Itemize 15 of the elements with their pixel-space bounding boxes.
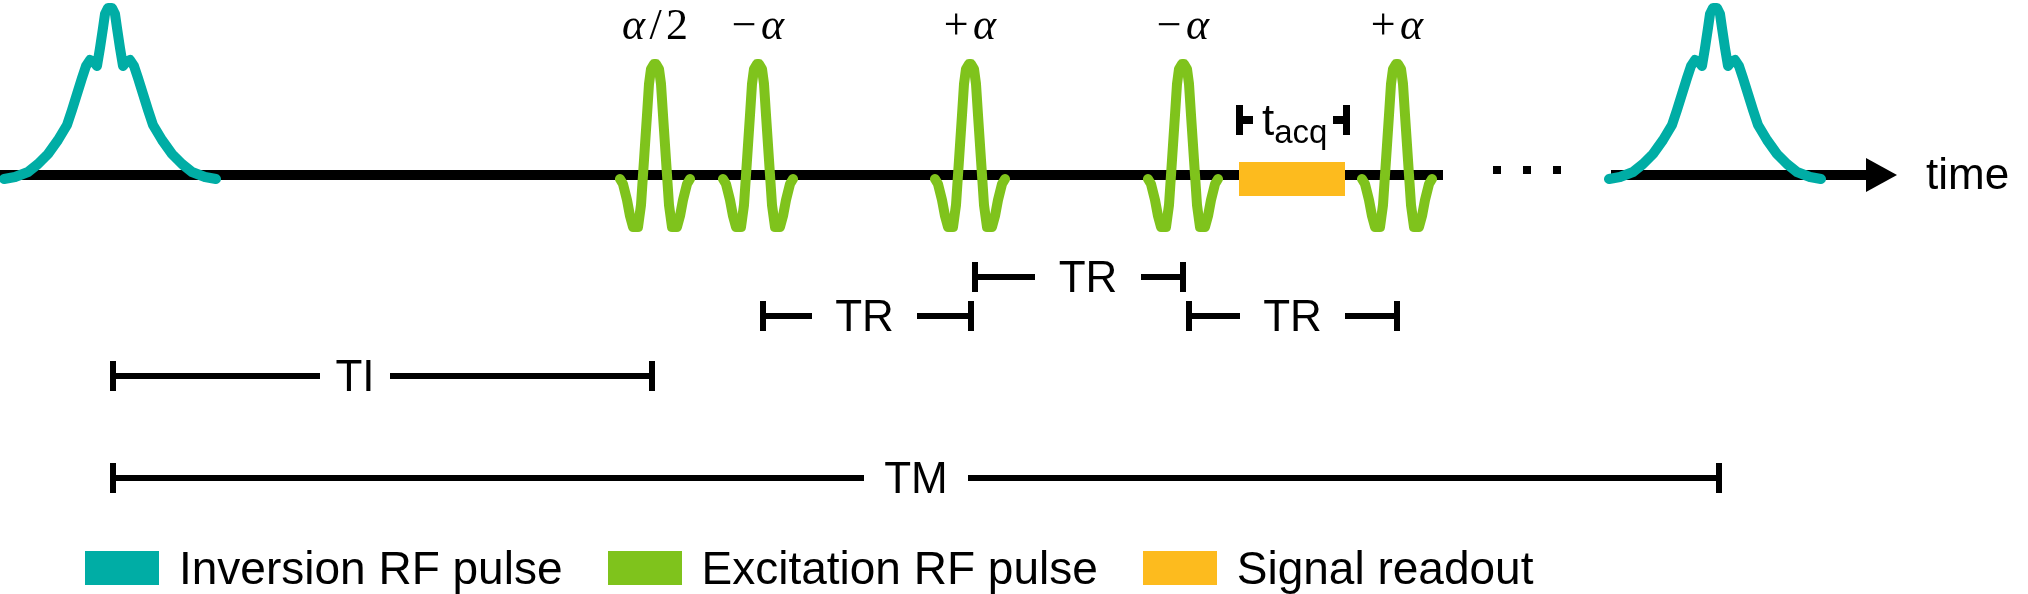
flip-angle-label: −α (1155, 3, 1214, 47)
flip-angle-label: +α (1369, 3, 1428, 47)
axis-label: time (1926, 152, 2010, 196)
flip-angle-label: α/2 (620, 3, 693, 47)
duration-label: t$_{acq}$ (1262, 98, 1328, 153)
flip-angle-label: +α (942, 3, 1001, 47)
dimension-label: TI (335, 354, 375, 398)
flip-angle-label: −α (730, 3, 789, 47)
dimension-label: TR (1263, 294, 1322, 338)
inversion-pulse (0, 2, 221, 186)
dimension-label: TR (1058, 255, 1118, 299)
dimension-label: TM (884, 456, 948, 500)
signal-readout-bar (1239, 162, 1345, 196)
inversion-pulse (1604, 2, 1826, 186)
dimension-label: TR (835, 294, 894, 338)
